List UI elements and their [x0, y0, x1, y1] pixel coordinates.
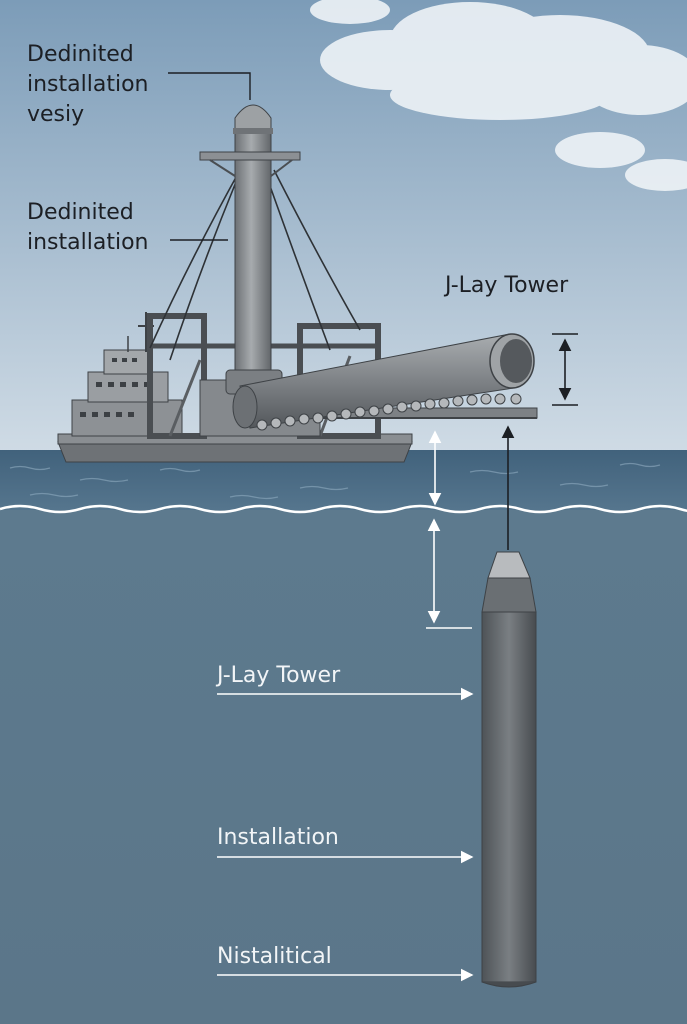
- submergence-dimension: [426, 518, 472, 629]
- tower-mast: [234, 129, 272, 387]
- mid-label-line-1: Dedinited: [27, 200, 134, 225]
- underwater: [0, 510, 687, 1024]
- mid-label: Dedinited installation: [27, 198, 148, 258]
- pipe-assembly: [232, 333, 538, 431]
- vessel-hull: [57, 441, 413, 463]
- wave-highlights: [9, 462, 661, 500]
- pile-body: [481, 611, 537, 983]
- top-label-line-1: Dedinited: [27, 42, 134, 67]
- top-label-line-2: installation: [27, 72, 149, 97]
- underwater-label-2: Installation: [217, 825, 339, 850]
- tower-platform: [199, 151, 301, 161]
- rollers: [256, 393, 522, 431]
- submerged-pile: [481, 551, 537, 988]
- pipe-height-dimension: [552, 333, 578, 406]
- top-label-line-3: vesiy: [27, 102, 85, 127]
- underwater-label-1: J-Lay Tower: [217, 663, 341, 688]
- vessel-superstructure: [71, 399, 183, 437]
- waterline: [0, 504, 687, 514]
- deck-frame: [147, 313, 207, 439]
- tower-label: J-Lay Tower: [445, 273, 569, 298]
- underwater-label-3: Nistalitical: [217, 944, 332, 969]
- tower-cap: [234, 104, 272, 131]
- j-lay-tower: [199, 104, 301, 395]
- top-label-leader: [168, 72, 251, 100]
- mid-label-line-2: installation: [27, 230, 149, 255]
- top-label: Dedinited installation vesiy: [27, 40, 148, 130]
- callout-lines: [168, 72, 578, 982]
- clouds: [310, 0, 687, 191]
